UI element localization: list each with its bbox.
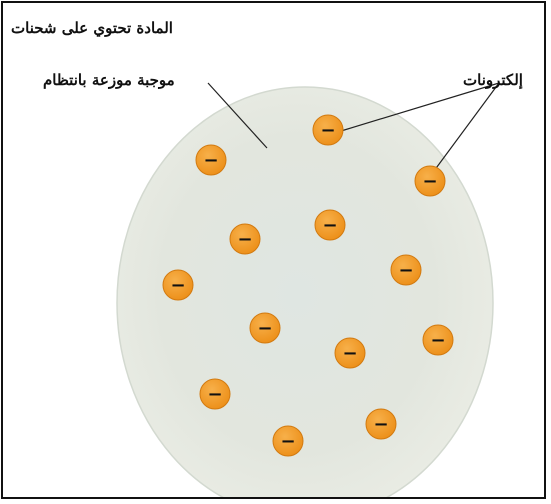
electron: − — [196, 145, 226, 175]
electron: − — [415, 166, 445, 196]
electron: − — [391, 255, 421, 285]
electron-minus-sign: − — [422, 171, 437, 192]
electron-leader-line-2 — [431, 83, 499, 175]
electron: − — [313, 115, 343, 145]
electron-minus-sign: − — [257, 318, 272, 339]
electron-minus-sign: − — [170, 275, 185, 296]
electron: − — [200, 379, 230, 409]
electron-minus-sign: − — [398, 260, 413, 281]
electron-minus-sign: − — [430, 330, 445, 351]
electron-minus-sign: − — [207, 384, 222, 405]
electron-minus-sign: − — [342, 343, 357, 364]
diagram-title: المادة تحتوي على شحنات — [11, 21, 173, 36]
electron-minus-sign: − — [237, 229, 252, 250]
electron: − — [366, 409, 396, 439]
electron-minus-sign: − — [203, 150, 218, 171]
electron-minus-sign: − — [373, 414, 388, 435]
electron: − — [163, 270, 193, 300]
electron: − — [423, 325, 453, 355]
diagram-frame: − − − − − − − − − − − − − المادة تحتوي على شحنات موج… — [1, 1, 546, 499]
electron: − — [250, 313, 280, 343]
electron-minus-sign: − — [322, 215, 337, 236]
electron-minus-sign: − — [320, 120, 335, 141]
electron: − — [230, 224, 260, 254]
electron: − — [273, 426, 303, 456]
electrons-label: إلكترونات — [463, 73, 523, 88]
electron-minus-sign: − — [280, 431, 295, 452]
electron: − — [335, 338, 365, 368]
electron: − — [315, 210, 345, 240]
positive-charge-label: موجبة موزعة بانتظام — [43, 73, 175, 88]
